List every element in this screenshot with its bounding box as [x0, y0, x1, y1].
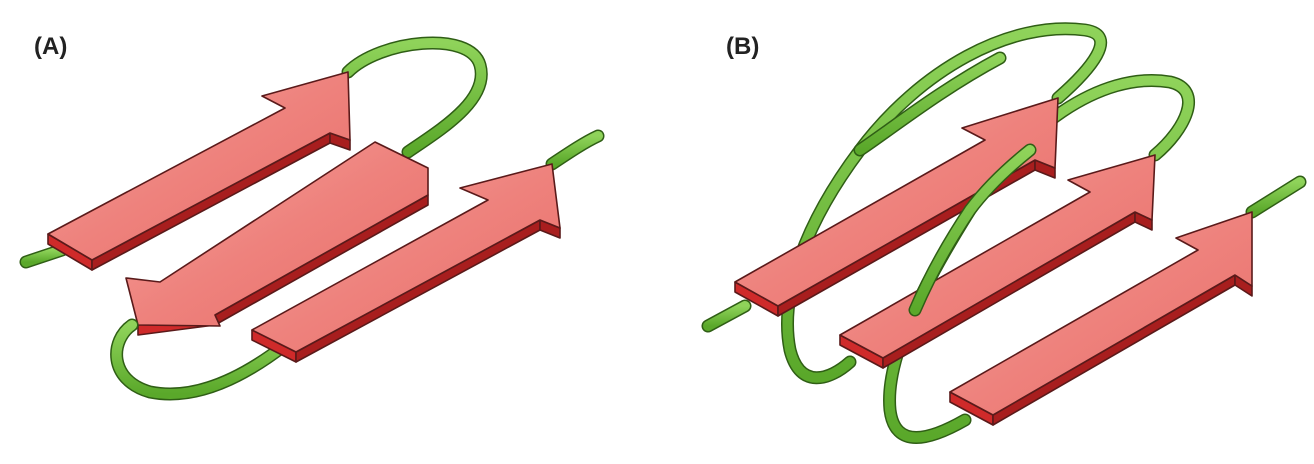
panel-a-c-terminus — [545, 129, 605, 171]
panel-b-loop-1-front — [853, 51, 1007, 157]
panel-a-strand-2 — [125, 141, 429, 336]
panel-a-strand-1 — [47, 71, 351, 271]
panel-b-strand-3 — [949, 211, 1253, 426]
panel-a-n-terminus — [19, 243, 69, 269]
panel-a-loop-bottom — [110, 318, 292, 401]
panel-b-n-terminus — [701, 299, 752, 333]
panel-label-b: (B) — [726, 33, 760, 60]
panel-label-a: (A) — [34, 33, 68, 60]
panel-a-loop-top — [341, 36, 488, 159]
panel-b-c-terminus — [1245, 175, 1307, 219]
panel-b-loop-2-front — [908, 143, 1037, 317]
panel-b-sheet — [701, 22, 1307, 444]
panel-a-sheet — [19, 36, 605, 401]
panel-a-strand-3 — [251, 163, 561, 363]
